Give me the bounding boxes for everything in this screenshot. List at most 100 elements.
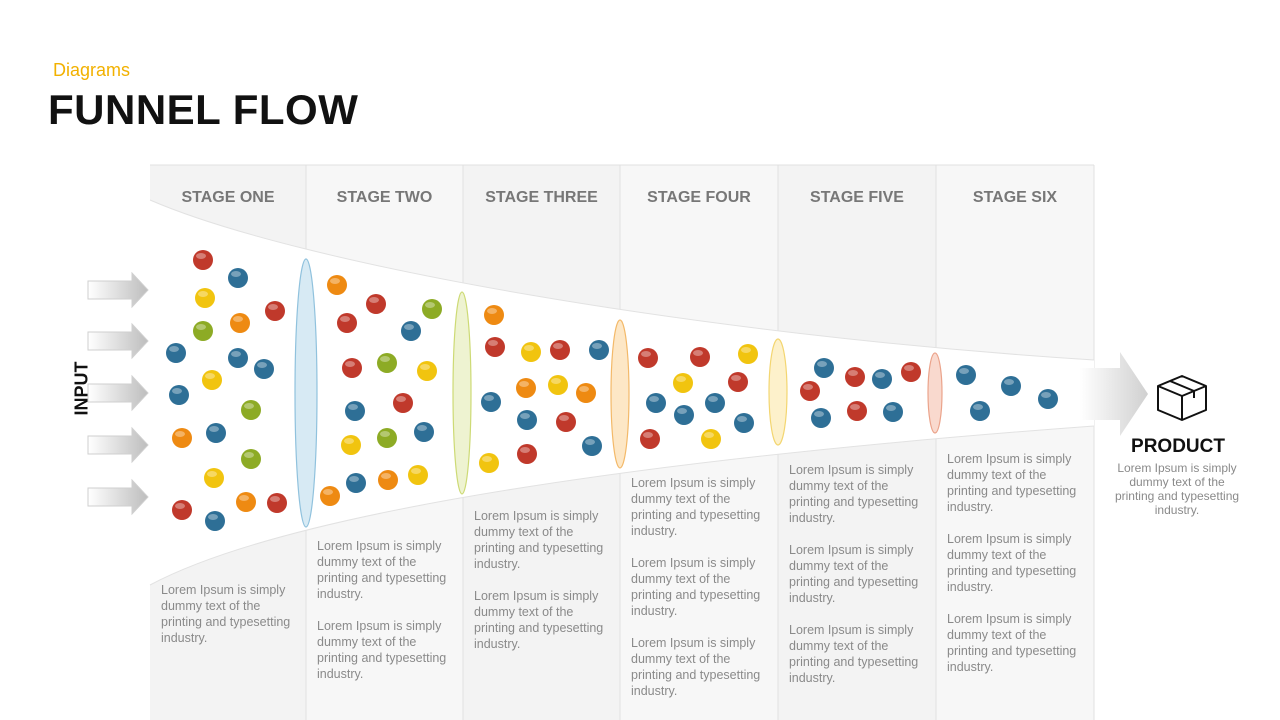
particle-highlight [524, 345, 534, 351]
product-description: Lorem Ipsum is simply dummy text of the … [1114, 461, 1240, 517]
particle [327, 275, 347, 295]
particle-highlight [380, 431, 390, 437]
particle [901, 362, 921, 382]
input-arrow-icon [87, 426, 149, 464]
particle [883, 402, 903, 422]
particle-highlight [585, 439, 595, 445]
particle-highlight [369, 297, 379, 303]
description-paragraph: Lorem Ipsum is simply dummy text of the … [947, 612, 1077, 674]
particle-highlight [231, 271, 241, 277]
particle-highlight [579, 386, 589, 392]
particle-highlight [551, 378, 561, 384]
particle-highlight [344, 438, 354, 444]
particle [228, 268, 248, 288]
input-arrow-icon [87, 322, 149, 360]
product-title: PRODUCT [1131, 436, 1225, 457]
particle-highlight [196, 324, 206, 330]
lens-stage-two [452, 291, 472, 495]
particle [872, 369, 892, 389]
particle-highlight [519, 381, 529, 387]
particle-highlight [207, 471, 217, 477]
particle [230, 313, 250, 333]
description-paragraph: Lorem Ipsum is simply dummy text of the … [631, 556, 761, 618]
description-paragraph: Lorem Ipsum is simply dummy text of the … [474, 589, 604, 651]
description-paragraph: Lorem Ipsum is simply dummy text of the … [161, 583, 291, 645]
stage-label: STAGE TWO [337, 189, 433, 206]
particle [1001, 376, 1021, 396]
particle [734, 413, 754, 433]
particle [346, 473, 366, 493]
particle [674, 405, 694, 425]
particle [241, 400, 261, 420]
particle-highlight [404, 324, 414, 330]
particle-highlight [814, 411, 824, 417]
particle [705, 393, 725, 413]
particle-highlight [641, 351, 651, 357]
particle-highlight [973, 404, 983, 410]
stage-description: Lorem Ipsum is simply dummy text of the … [631, 475, 763, 715]
particle [970, 401, 990, 421]
stage-label: STAGE THREE [485, 189, 598, 206]
particle [422, 299, 442, 319]
lens-stage-four [768, 338, 788, 446]
lens-stage-three [610, 319, 630, 469]
particle-highlight [348, 404, 358, 410]
particle-highlight [520, 447, 530, 453]
particle-highlight [520, 413, 530, 419]
particle [206, 423, 226, 443]
particle [845, 367, 865, 387]
particle-highlight [169, 346, 179, 352]
particle-highlight [848, 370, 858, 376]
particle-highlight [209, 426, 219, 432]
particle-highlight [244, 452, 254, 458]
stage-label: STAGE SIX [973, 189, 1057, 206]
particle-highlight [420, 364, 430, 370]
particle [556, 412, 576, 432]
input-arrow-icon [87, 374, 149, 412]
particle [550, 340, 570, 360]
particle [956, 365, 976, 385]
particles [166, 250, 1058, 531]
particle [728, 372, 748, 392]
box-icon [1157, 375, 1207, 421]
description-paragraph: Lorem Ipsum is simply dummy text of the … [789, 463, 919, 525]
particle [172, 500, 192, 520]
particle-highlight [488, 340, 498, 346]
particle-highlight [817, 361, 827, 367]
particle-highlight [553, 343, 563, 349]
description-paragraph: Lorem Ipsum is simply dummy text of the … [789, 543, 919, 605]
particle [378, 470, 398, 490]
description-paragraph: Lorem Ipsum is simply dummy text of the … [317, 539, 447, 601]
particle [481, 392, 501, 412]
particle [172, 428, 192, 448]
particle [408, 465, 428, 485]
particle-highlight [487, 308, 497, 314]
lens-stage-one [294, 258, 318, 528]
particle-highlight [239, 495, 249, 501]
funnel-top-edge [149, 199, 1095, 361]
particle-highlight [704, 432, 714, 438]
particle [267, 493, 287, 513]
filter-lenses [294, 258, 943, 528]
particle [517, 410, 537, 430]
particle [193, 321, 213, 341]
description-paragraph: Lorem Ipsum is simply dummy text of the … [789, 623, 919, 685]
particle-highlight [904, 365, 914, 371]
particle-highlight [172, 388, 182, 394]
particle-highlight [411, 468, 421, 474]
particle-highlight [396, 396, 406, 402]
particle-highlight [643, 432, 653, 438]
particle [800, 381, 820, 401]
particle-highlight [381, 473, 391, 479]
particle-highlight [741, 347, 751, 353]
particle [589, 340, 609, 360]
particle-highlight [484, 395, 494, 401]
particle-highlight [693, 350, 703, 356]
particle [701, 429, 721, 449]
particle-highlight [330, 278, 340, 284]
particle [345, 401, 365, 421]
particle-highlight [886, 405, 896, 411]
output-arrow [1080, 352, 1148, 436]
description-paragraph: Lorem Ipsum is simply dummy text of the … [474, 509, 604, 571]
particle [673, 373, 693, 393]
